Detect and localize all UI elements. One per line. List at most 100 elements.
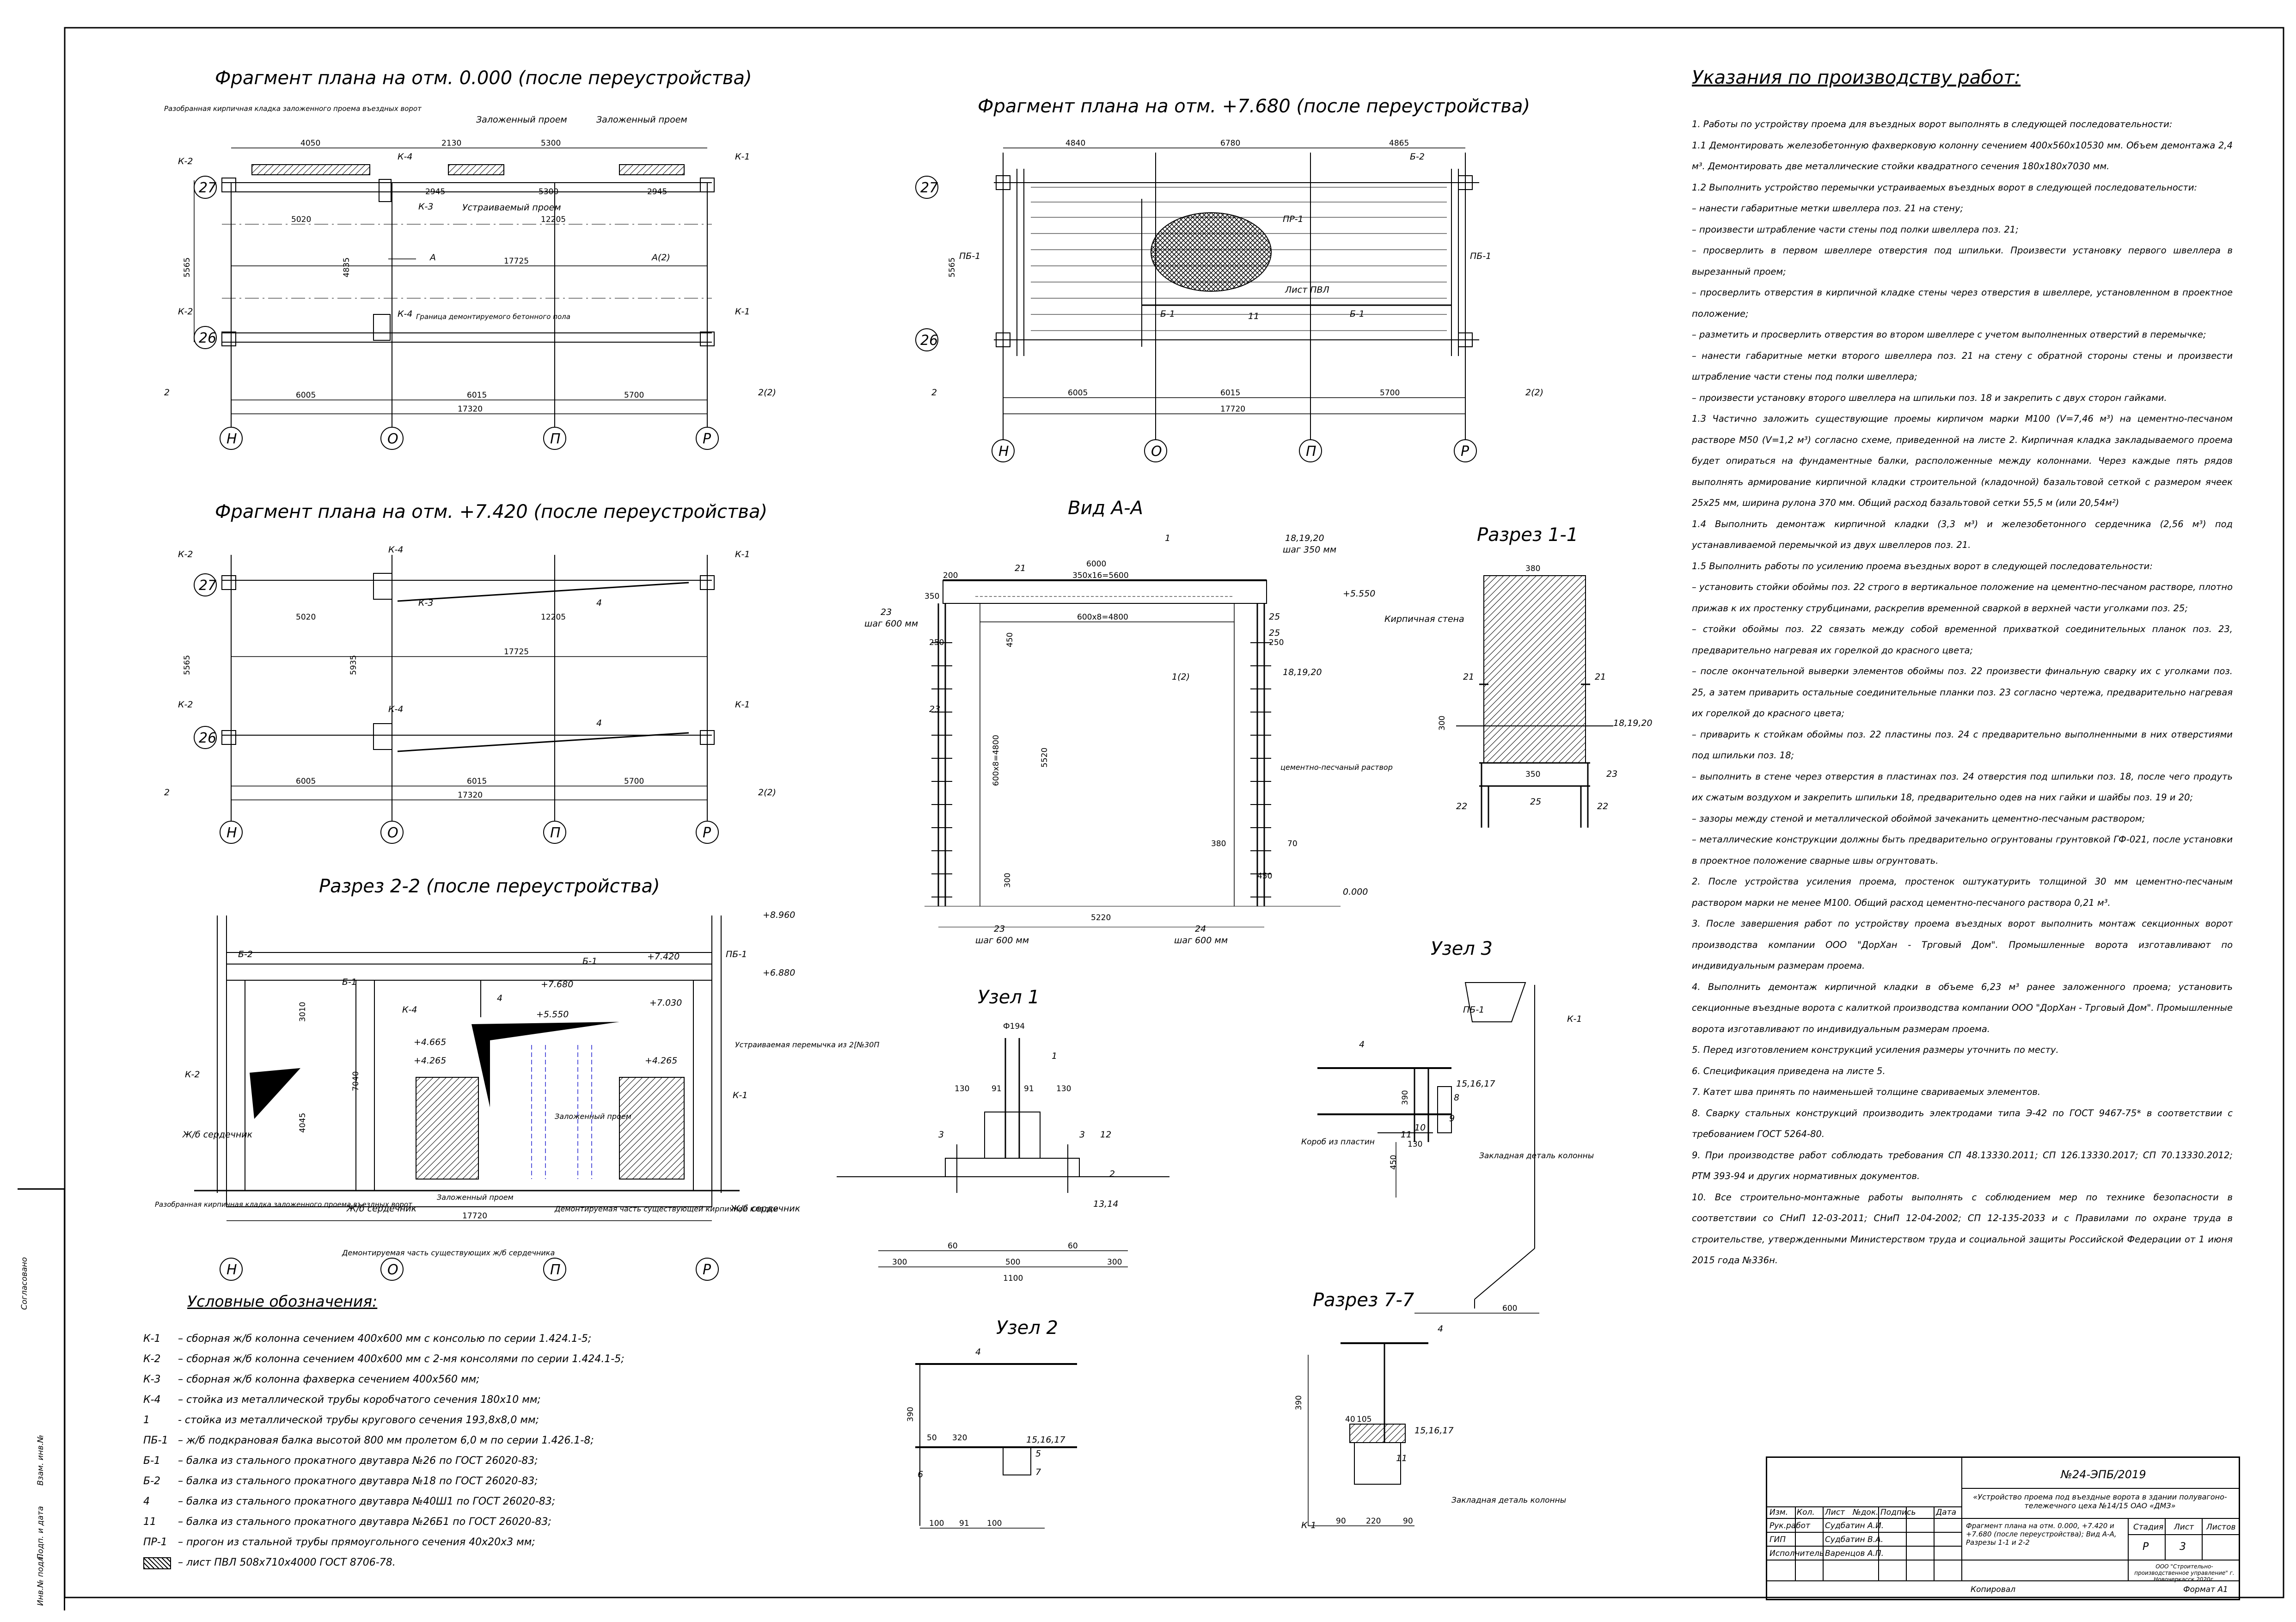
s22-jb-a: Ж/б сердечник (182, 1130, 253, 1140)
side-stamp: Согласовано Взам. инв.№ Подп. и дата Инв… (18, 1188, 65, 1610)
aa-label-18-b: 18,19,20 (1283, 667, 1322, 677)
node-2-title: Узел 2 (996, 1317, 1058, 1339)
section-77: Разрез 7-7 4 15,16,17 11 Закладная детал… (1294, 1290, 1566, 1530)
s22-m5550: +5.550 (536, 1009, 569, 1020)
stamp-h-izm: Изм. (1769, 1508, 1788, 1517)
note-item: 7. Катет шва принять по наименьшей толщи… (1692, 1087, 2041, 1097)
dim-12205: 12205 (541, 215, 566, 224)
label-pb1-b: ПБ-1 (1470, 251, 1491, 261)
label-k4-d: К-4 (388, 704, 403, 714)
plan-7680: Фрагмент плана на отм. +7.680 (после пер… (915, 96, 1543, 462)
s22-zal-b: Заложенный проем (437, 1193, 514, 1202)
legend-row: К-4– стойка из металлической трубы короб… (143, 1390, 767, 1410)
note-item: 1.2 Выполнить устройство перемычки устра… (1692, 182, 2198, 193)
dim-2945-a: 2945 (425, 187, 445, 197)
axis-r-d: Р (703, 1262, 711, 1278)
aa-label-mark: +5.550 (1343, 589, 1375, 599)
axis-p-c: П (1306, 443, 1316, 460)
s11-22-b: 22 (1597, 801, 1608, 811)
legend-code: 4 (143, 1496, 150, 1507)
dim-5700-c: 5700 (1380, 388, 1400, 398)
dim-5700-b: 5700 (624, 777, 644, 786)
label-k1-d: К-1 (735, 700, 750, 710)
s77-90-b: 90 (1403, 1517, 1413, 1526)
plan-7680-title: Фрагмент плана на отм. +7.680 (после пер… (978, 96, 1530, 117)
aa-dim-70: 70 (1287, 839, 1298, 848)
note-item: 1. Работы по устройству проема для въезд… (1692, 119, 2173, 129)
stamp-r1-role: Рук.работ (1769, 1521, 1810, 1530)
section-22: Разрез 2-2 (после переустройства) 17720 … (155, 876, 879, 1281)
label-masonry: Разобранная кирпичная кладка заложенного… (164, 104, 422, 113)
n1-p3-b: 3 (1079, 1130, 1085, 1140)
label-zal-2: Заложенный проем (596, 115, 687, 125)
s22-m7680: +7.680 (541, 979, 573, 989)
label-k2-c: К-2 (178, 549, 193, 559)
s11-dim-350: 350 (1525, 770, 1540, 779)
s77-90-a: 90 (1336, 1517, 1346, 1526)
label-zal-1: Заложенный проем (476, 115, 567, 125)
s11-dim-300: 300 (1438, 716, 1447, 731)
stamp-h-ndok: №док. (1853, 1508, 1879, 1517)
stamp-code: №24-ЭПБ/2019 (2061, 1468, 2146, 1481)
n3-130: 130 (1408, 1140, 1422, 1149)
label-k2-b: К-2 (178, 307, 193, 317)
s22-dim-17720: 17720 (462, 1211, 487, 1221)
label-beam4-a: 4 (596, 598, 602, 608)
s11-22-a: 22 (1456, 801, 1467, 811)
legend-title: Условные обозначения: (187, 1292, 378, 1310)
label-boundary: Граница демонтируемого бетонного пола (416, 313, 570, 321)
n2-100-a: 100 (929, 1519, 944, 1528)
n1-60-a: 60 (948, 1241, 958, 1251)
note-item: – стойки обоймы поз. 22 связать между со… (1692, 624, 2233, 656)
note-item: – металлические конструкции должны быть … (1692, 834, 2233, 866)
axis-27-a: 27 (199, 180, 216, 196)
s22-razob: Разобранная кирпичная кладка заложенного… (155, 1200, 413, 1209)
n1-p12: 12 (1100, 1130, 1111, 1140)
axis-o-d: О (387, 1262, 398, 1278)
n2-p4: 4 (975, 1347, 981, 1357)
n2-p6: 6 (918, 1469, 923, 1480)
n2-320: 320 (952, 1433, 967, 1443)
axis-o-a: О (387, 431, 398, 447)
aa-label-step-b: шаг 600 мм (1174, 935, 1228, 946)
dim-5300-a: 5300 (541, 139, 561, 148)
dim-5565-b: 5565 (183, 655, 192, 675)
dim-5565-c: 5565 (948, 258, 957, 277)
label-k3: К-3 (418, 202, 433, 212)
section-77-title: Разрез 7-7 (1313, 1290, 1414, 1311)
note-item: 8. Сварку стальных конструкций производи… (1692, 1107, 2233, 1140)
note-item: – установить стойки обоймы поз. 22 строг… (1692, 582, 2233, 614)
n3-embed: Закладная деталь колонны (1479, 1151, 1594, 1161)
stamp-h-stage: Стадия (2133, 1523, 2164, 1532)
n3-p15: 15,16,17 (1456, 1079, 1495, 1089)
label-k1-c: К-1 (735, 549, 750, 559)
n3-box: Короб из пластин (1301, 1137, 1375, 1147)
plan-7420: Фрагмент плана на отм. +7.420 (после пер… (164, 501, 776, 844)
dim-4835: 4835 (342, 258, 351, 277)
aa-dim-250-b: 250 (1269, 638, 1284, 647)
n3-390: 390 (1401, 1090, 1410, 1105)
aa-dim-300: 300 (1003, 873, 1012, 888)
note-item: 1.1 Демонтировать железобетонную фахверк… (1692, 140, 2233, 172)
aa-dim-5220: 5220 (1091, 913, 1111, 922)
dim-4865: 4865 (1389, 139, 1409, 148)
s11-21-a: 21 (1463, 672, 1474, 682)
label-pvl: Лист ПВЛ (1285, 285, 1329, 295)
s22-demo-core: Демонтируемая часть существующих ж/б сер… (342, 1248, 555, 1257)
dim-4050: 4050 (300, 139, 320, 148)
n1-phi: Ф194 (1003, 1022, 1025, 1031)
sheet-frame (64, 27, 2284, 1598)
note-item: 1.5 Выполнить работы по усилению проема … (1692, 560, 2153, 571)
s22-k1: К-1 (733, 1090, 747, 1100)
legend-row: К-3– сборная ж/б колонна фахверка сечени… (143, 1370, 767, 1390)
s22-demo-mas: Демонтируемая часть существующей кирпичн… (554, 1204, 778, 1213)
n1-300-b: 300 (1107, 1258, 1122, 1267)
legend-row: 11– балка из стального прокатного двутав… (143, 1512, 767, 1532)
stamp-h-kol: Кол. (1797, 1508, 1815, 1517)
s22-m8960: +8.960 (763, 910, 795, 920)
label-k2-a: К-2 (178, 156, 193, 166)
node-1-title: Узел 1 (978, 987, 1040, 1008)
view-aa-title: Вид А-А (1068, 498, 1143, 519)
note-item: 3. После завершения работ по устройству … (1692, 918, 2233, 971)
